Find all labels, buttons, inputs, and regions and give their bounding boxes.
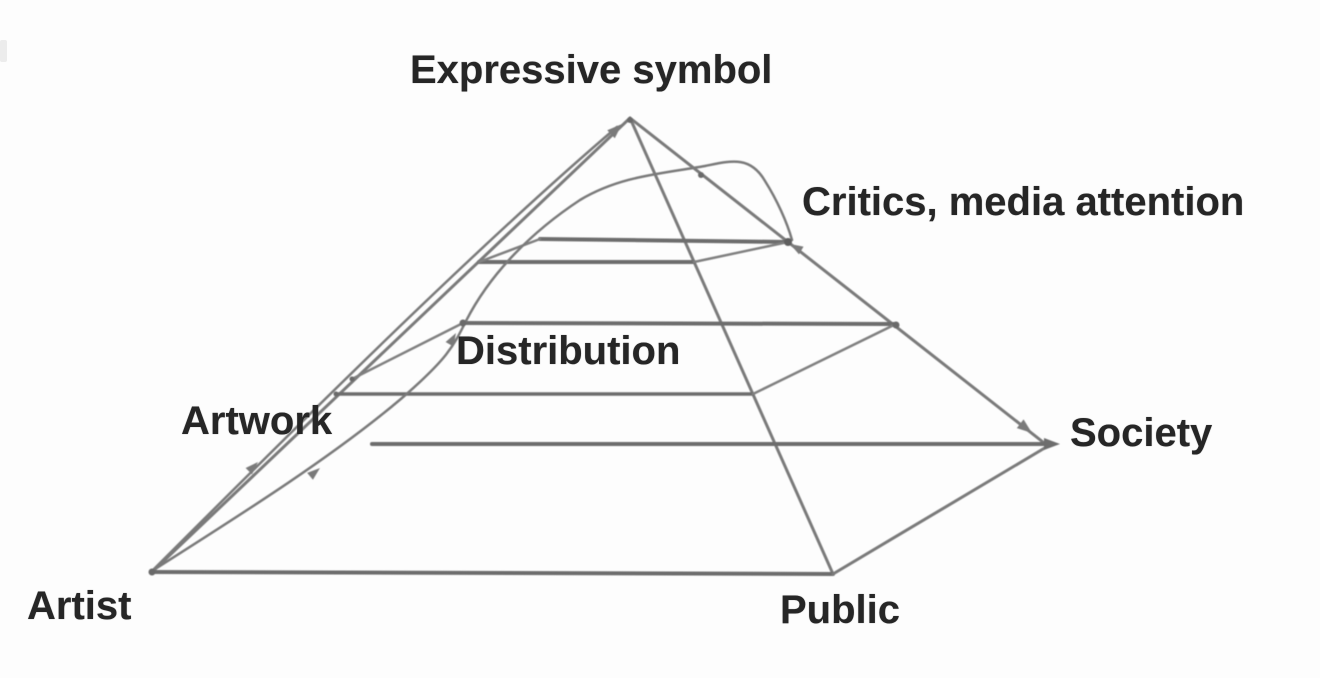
arrow-line-tick-icon	[245, 462, 258, 475]
slice2-left-connector	[350, 321, 465, 381]
pyramid-base-right-edge	[831, 444, 1050, 576]
junction-dot-left-vertex	[148, 568, 156, 576]
slice1-left-connector	[477, 237, 542, 264]
label-expressive-symbol: Expressive symbol	[410, 48, 773, 92]
label-critics-media-attention: Critics, media attention	[802, 180, 1245, 224]
society-arrowhead-icon	[1044, 438, 1060, 450]
pyramid-left-edge	[150, 116, 632, 574]
slice2-right-connector	[751, 322, 898, 396]
artist-to-apex-arrow-line	[150, 125, 619, 573]
junction-dot-connector	[349, 376, 355, 382]
label-distribution: Distribution	[456, 329, 681, 373]
label-artwork: Artwork	[181, 399, 333, 443]
junction-dot-slice2-front	[333, 391, 339, 397]
scan-smudge	[0, 40, 7, 62]
junction-dot-critics	[784, 238, 792, 246]
label-society: Society	[1070, 411, 1213, 455]
junction-dot-apex	[627, 117, 633, 123]
pyramid-front-edge	[628, 116, 835, 576]
apex-arrowhead-icon	[607, 124, 622, 139]
junction-dot-hump	[698, 172, 704, 178]
flow-curve-tick2-icon	[445, 333, 456, 347]
slice1-rear-line	[538, 237, 790, 244]
flow-curve-tick-icon	[307, 468, 320, 480]
pyramid-base-left-edge	[150, 570, 835, 576]
junction-dot-slice2	[459, 319, 467, 327]
right-edge-arrowhead-icon	[1016, 419, 1032, 433]
junction-dot-right-edge	[892, 321, 900, 329]
slice2-rear-line	[461, 321, 898, 326]
flow-curve-artist-to-critics	[150, 160, 794, 573]
label-public: Public	[780, 588, 901, 632]
critics-arrowhead-icon	[790, 244, 804, 255]
label-artist: Artist	[27, 584, 132, 628]
slice1-right-connector	[692, 240, 790, 264]
